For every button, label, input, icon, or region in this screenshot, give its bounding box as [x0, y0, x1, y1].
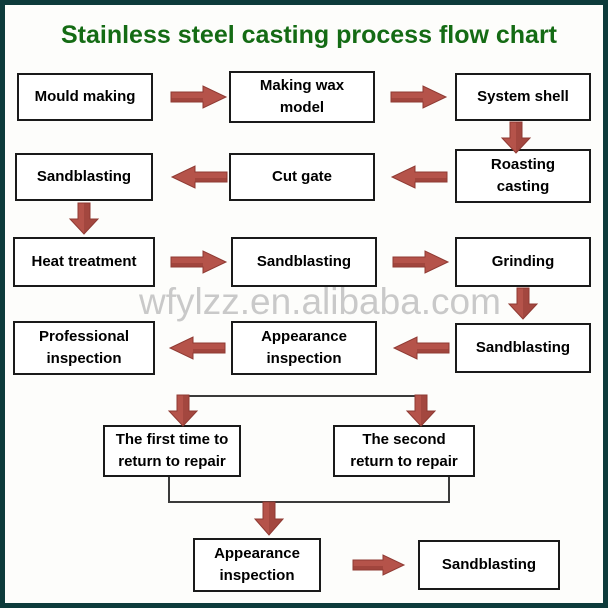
connector-branch-top [183, 395, 421, 397]
node-professional-inspection[interactable]: Professional inspection [13, 321, 155, 375]
node-first-return-repair[interactable]: The first time to return to repair [103, 425, 241, 477]
node-mould-making[interactable]: Mould making [17, 73, 153, 121]
node-cut-gate[interactable]: Cut gate [229, 153, 375, 201]
arrow-right-n2-n3 [390, 85, 448, 109]
node-label-2: inspection [219, 567, 295, 584]
node-label: Professional [38, 328, 130, 346]
node-label: Appearance [214, 545, 300, 563]
connector-merge-right-vertical [448, 477, 450, 503]
node-heat-treatment[interactable]: Heat treatment [13, 237, 155, 287]
connector-merge-left-vertical [168, 477, 170, 503]
node-appearance-inspection-2[interactable]: Appearance inspection [193, 538, 321, 592]
node-label: Sandblasting [441, 556, 537, 574]
node-label: Mould making [34, 88, 136, 106]
node-sandblasting-1[interactable]: Sandblasting [15, 153, 153, 201]
arrow-right-n8-n9 [392, 250, 450, 274]
node-label: The second [362, 431, 446, 449]
node-label: Sandblasting [475, 339, 571, 357]
arrow-left-n11-n12 [168, 336, 226, 360]
node-sandblasting-2[interactable]: Sandblasting [231, 237, 377, 287]
watermark-text: wfylzz.en.alibaba.com [139, 281, 501, 322]
arrow-down-n6-n7 [68, 202, 100, 235]
node-label: Roasting [490, 156, 556, 174]
node-label-2: inspection [46, 350, 122, 367]
page-title: Stainless steel casting process flow cha… [60, 21, 558, 49]
node-label: Appearance [261, 328, 347, 346]
arrow-left-n5-n6 [170, 165, 228, 189]
node-sandblasting-3[interactable]: Sandblasting [455, 323, 591, 373]
node-making-wax-model[interactable]: Making wax model [229, 71, 375, 123]
arrow-down-branch-first [167, 394, 199, 427]
node-label: Heat treatment [31, 253, 137, 271]
node-label: Sandblasting [256, 253, 352, 271]
node-label: The first time to [115, 431, 229, 449]
arrow-left-n10-n11 [392, 336, 450, 360]
node-roasting-casting[interactable]: Roasting casting [455, 149, 591, 203]
node-label-2: casting [496, 178, 550, 195]
node-label-2: return to repair [350, 453, 458, 470]
arrow-down-n9-n10 [507, 287, 539, 320]
node-second-return-repair[interactable]: The second return to repair [333, 425, 475, 477]
arrow-left-n4-n5 [390, 165, 448, 189]
node-label: System shell [477, 88, 569, 106]
node-label-2: inspection [266, 350, 342, 367]
arrow-right-n7-n8 [170, 250, 228, 274]
arrow-right-n15-n16 [352, 554, 406, 576]
node-label: Cut gate [272, 168, 332, 186]
node-label: Making wax [259, 77, 345, 95]
node-label-2: model [279, 99, 325, 116]
node-system-shell[interactable]: System shell [455, 73, 591, 121]
node-grinding[interactable]: Grinding [455, 237, 591, 287]
arrow-right-n1-n2 [170, 85, 228, 109]
node-sandblasting-4[interactable]: Sandblasting [418, 540, 560, 590]
node-label: Sandblasting [36, 168, 132, 186]
node-label: Grinding [491, 253, 555, 271]
arrow-down-n3-n4 [500, 121, 532, 154]
node-appearance-inspection-1[interactable]: Appearance inspection [231, 321, 377, 375]
arrow-down-merge-to-inspection [253, 501, 285, 536]
connector-merge-horizontal [168, 501, 450, 503]
node-label-2: return to repair [118, 453, 226, 470]
arrow-down-branch-second [405, 394, 437, 427]
